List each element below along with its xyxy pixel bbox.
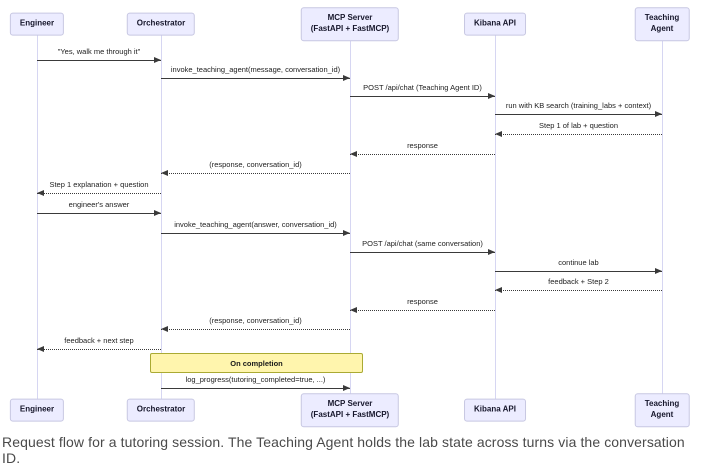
note-on-completion: On completion [150, 353, 363, 373]
message-label: Step 1 explanation + question [49, 180, 149, 189]
message-label: (response, conversation_id) [209, 160, 302, 169]
lifeline-orchestrator [161, 30, 162, 404]
arrowhead-icon [343, 230, 350, 236]
actor-box-bottom-teaching: Teaching Agent [634, 393, 690, 427]
arrowhead-icon [350, 307, 357, 313]
message-arrow [37, 193, 161, 194]
message-arrow [350, 252, 495, 253]
message-arrow [37, 60, 161, 61]
arrowhead-icon [154, 210, 161, 216]
arrowhead-icon [343, 75, 350, 81]
message-arrow [350, 154, 495, 155]
message-arrow [161, 233, 350, 234]
message-label: run with KB search (training_labs + cont… [505, 101, 652, 110]
message-label: engineer's answer [68, 200, 130, 209]
arrowhead-icon [343, 385, 350, 391]
message-label: Step 1 of lab + question [538, 121, 619, 130]
message-label: response [407, 297, 438, 306]
arrowhead-icon [655, 111, 662, 117]
actor-box-top-kibana: Kibana API [464, 12, 526, 36]
arrowhead-icon [495, 131, 502, 137]
actor-box-bottom-engineer: Engineer [9, 398, 65, 422]
message-arrow [37, 349, 161, 350]
diagram-caption: Request flow for a tutoring session. The… [2, 434, 685, 466]
arrowhead-icon [488, 93, 495, 99]
message-label: POST /api/chat (Teaching Agent ID) [363, 83, 482, 92]
arrowhead-icon [495, 287, 502, 293]
arrowhead-icon [655, 268, 662, 274]
message-label: invoke_teaching_agent(message, conversat… [170, 65, 341, 74]
message-arrow [161, 173, 350, 174]
lifeline-teaching [662, 30, 663, 404]
actor-box-top-teaching: Teaching Agent [634, 7, 690, 41]
arrowhead-icon [37, 346, 44, 352]
actor-box-top-orchestrator: Orchestrator [126, 12, 196, 36]
arrowhead-icon [161, 326, 168, 332]
actor-box-bottom-orchestrator: Orchestrator [126, 398, 196, 422]
message-label: (response, conversation_id) [209, 316, 302, 325]
message-arrow [37, 213, 161, 214]
message-arrow [495, 114, 662, 115]
message-arrow [495, 290, 662, 291]
message-label: response [407, 141, 438, 150]
message-arrow [350, 310, 495, 311]
message-arrow [161, 329, 350, 330]
arrowhead-icon [350, 151, 357, 157]
message-label: feedback + next step [64, 336, 134, 345]
message-label: continue lab [558, 258, 599, 267]
lifeline-kibana [495, 30, 496, 404]
arrowhead-icon [37, 190, 44, 196]
actor-box-top-engineer: Engineer [9, 12, 65, 36]
message-arrow [495, 134, 662, 135]
arrowhead-icon [161, 170, 168, 176]
arrowhead-icon [154, 57, 161, 63]
message-label: feedback + Step 2 [548, 277, 609, 286]
lifeline-mcp [350, 30, 351, 404]
lifeline-engineer [37, 30, 38, 404]
message-arrow [495, 271, 662, 272]
actor-box-bottom-kibana: Kibana API [464, 398, 526, 422]
actor-box-top-mcp: MCP Server (FastAPI + FastMCP) [300, 7, 400, 41]
message-label: "Yes, walk me through it" [57, 47, 141, 56]
message-label: POST /api/chat (same conversation) [362, 239, 483, 248]
message-label: log_progress(tutoring_completed=true, ..… [185, 375, 326, 384]
message-arrow [161, 388, 350, 389]
actor-box-bottom-mcp: MCP Server (FastAPI + FastMCP) [300, 393, 400, 427]
message-arrow [350, 96, 495, 97]
message-label: invoke_teaching_agent(answer, conversati… [174, 220, 337, 229]
message-arrow [161, 78, 350, 79]
arrowhead-icon [488, 249, 495, 255]
